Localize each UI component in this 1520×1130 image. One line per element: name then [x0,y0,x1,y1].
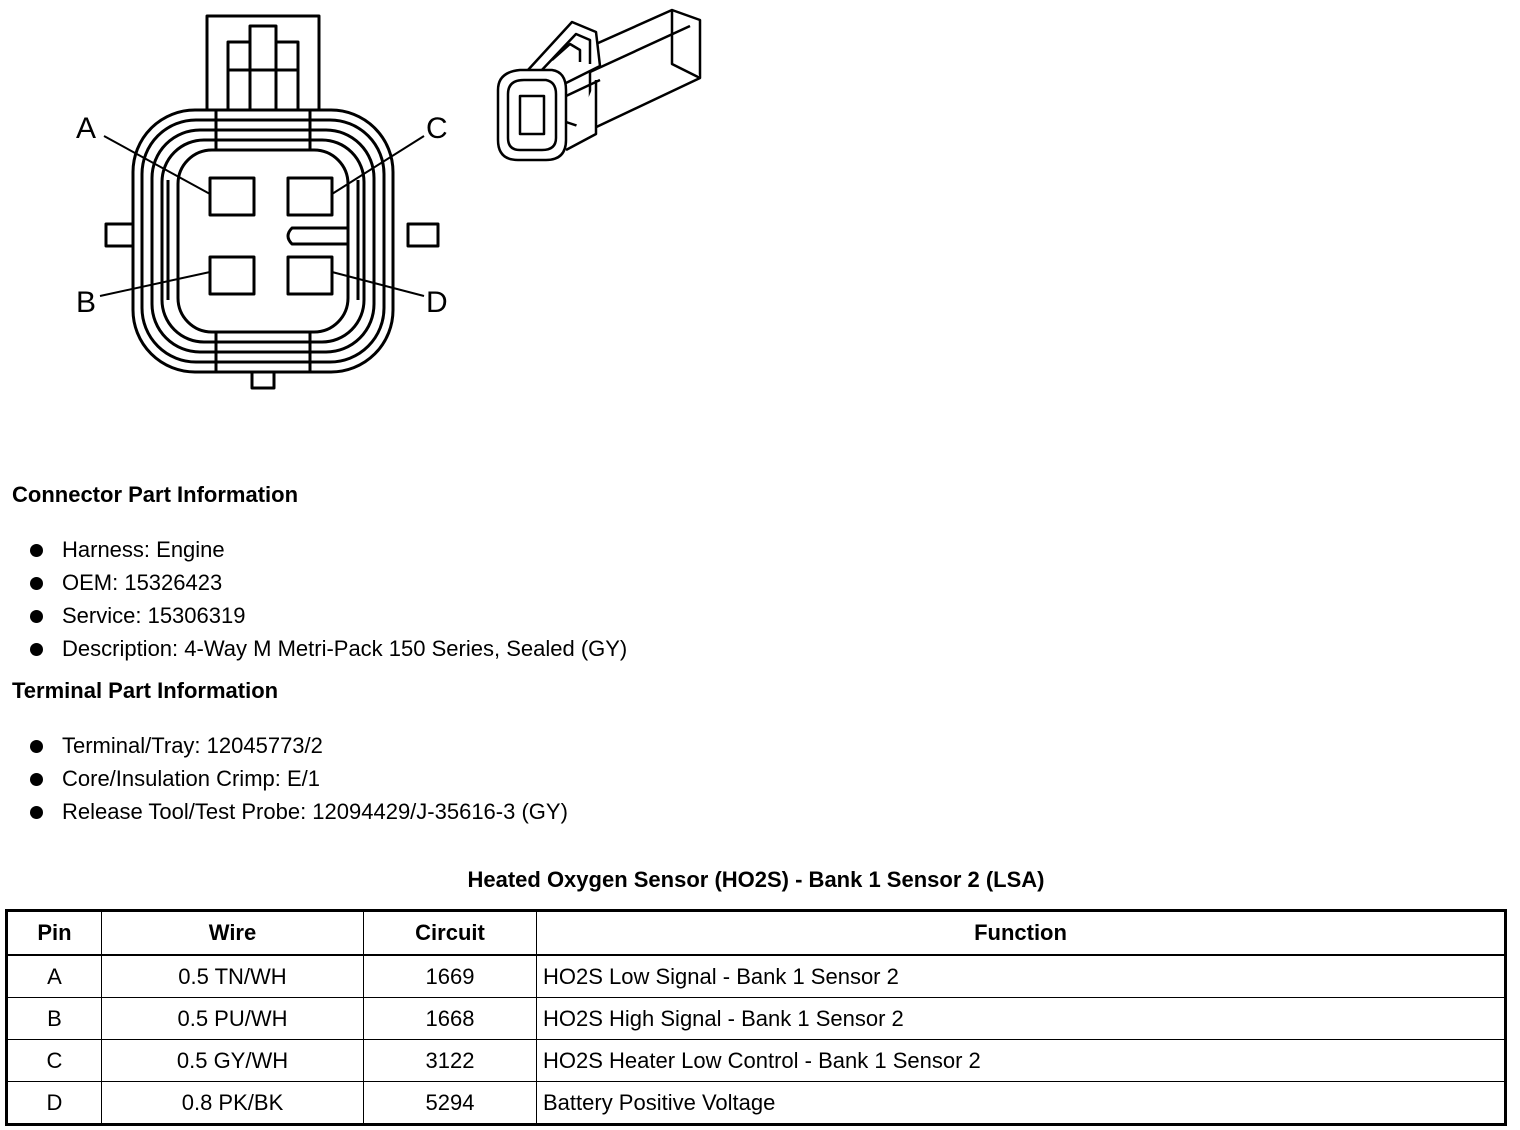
connector-latch [205,14,321,114]
cell-function: HO2S High Signal - Bank 1 Sensor 2 [536,997,1506,1040]
bullet-icon [30,773,43,786]
pin-cavity-b [208,255,256,296]
column-header-function: Function [536,910,1506,956]
leader-line-a [103,135,211,195]
cell-pin: A [6,954,102,998]
cell-circuit: 1668 [363,997,537,1040]
bullet-icon [30,577,43,590]
cell-wire: 0.8 PK/BK [101,1081,364,1125]
leader-line-c [331,135,425,195]
leader-line-d [331,271,425,297]
list-item-text: OEM: 15326423 [62,570,223,595]
pin-label-a: A [76,112,96,145]
cell-circuit: 3122 [363,1039,537,1082]
connector-part-information-list: Harness: Engine OEM: 15326423 Service: 1… [30,536,627,668]
list-item: Core/Insulation Crimp: E/1 [30,765,568,798]
table-header-row: Pin Wire Circuit Function [6,910,1506,956]
column-header-circuit: Circuit [363,910,537,956]
bullet-icon [30,544,43,557]
bullet-icon [30,643,43,656]
list-item: Harness: Engine [30,536,627,569]
pin-label-c: C [426,112,448,145]
polarization-key [286,226,348,246]
bullet-icon [30,610,43,623]
list-item-text: Description: 4-Way M Metri-Pack 150 Seri… [62,636,628,661]
list-item: Release Tool/Test Probe: 12094429/J-3561… [30,798,568,831]
connector-housing [131,108,395,374]
cell-function: Battery Positive Voltage [536,1081,1506,1125]
right-tab [406,222,440,248]
connector-diagram: A B C D [76,8,702,390]
list-item-text: Release Tool/Test Probe: 12094429/J-3561… [62,799,568,824]
list-item: Service: 15306319 [30,602,627,635]
list-item: Description: 4-Way M Metri-Pack 150 Seri… [30,635,627,668]
connector-part-information-heading: Connector Part Information [12,482,299,507]
pin-label-b: B [76,286,96,319]
table-row: B 0.5 PU/WH 1668 HO2S High Signal - Bank… [6,997,1506,1040]
list-item-text: Harness: Engine [62,537,225,562]
terminal-part-information-list: Terminal/Tray: 12045773/2 Core/Insulatio… [30,732,568,831]
table-row: D 0.8 PK/BK 5294 Battery Positive Voltag… [6,1081,1506,1125]
cell-pin: D [6,1081,102,1125]
pin-cavity-a [208,176,256,217]
cell-pin: C [6,1039,102,1082]
pin-label-d: D [426,286,448,319]
column-header-wire: Wire [101,910,364,956]
cell-wire: 0.5 GY/WH [101,1039,364,1082]
list-item-text: Terminal/Tray: 12045773/2 [62,733,323,758]
column-header-pin: Pin [6,910,102,956]
bullet-icon [30,740,43,753]
cell-wire: 0.5 TN/WH [101,954,364,998]
terminal-part-information-heading: Terminal Part Information [12,678,279,703]
list-item: OEM: 15326423 [30,569,627,602]
bullet-icon [30,806,43,819]
connector-isometric-view [496,8,702,162]
cell-function: HO2S Low Signal - Bank 1 Sensor 2 [536,954,1506,998]
cell-wire: 0.5 PU/WH [101,997,364,1040]
pinout-table: Pin Wire Circuit Function A 0.5 TN/WH 16… [5,909,1507,1126]
leader-line-b [99,271,211,297]
list-item-text: Core/Insulation Crimp: E/1 [62,766,320,791]
cell-circuit: 5294 [363,1081,537,1125]
table-row: C 0.5 GY/WH 3122 HO2S Heater Low Control… [6,1039,1506,1082]
list-item-text: Service: 15306319 [62,603,246,628]
table-row: A 0.5 TN/WH 1669 HO2S Low Signal - Bank … [6,954,1506,998]
pinout-table-title: Heated Oxygen Sensor (HO2S) - Bank 1 Sen… [467,867,1045,892]
cell-circuit: 1669 [363,954,537,998]
cell-function: HO2S Heater Low Control - Bank 1 Sensor … [536,1039,1506,1082]
list-item: Terminal/Tray: 12045773/2 [30,732,568,765]
pin-cavity-c [286,176,334,217]
pin-cavity-d [286,255,334,296]
cell-pin: B [6,997,102,1040]
